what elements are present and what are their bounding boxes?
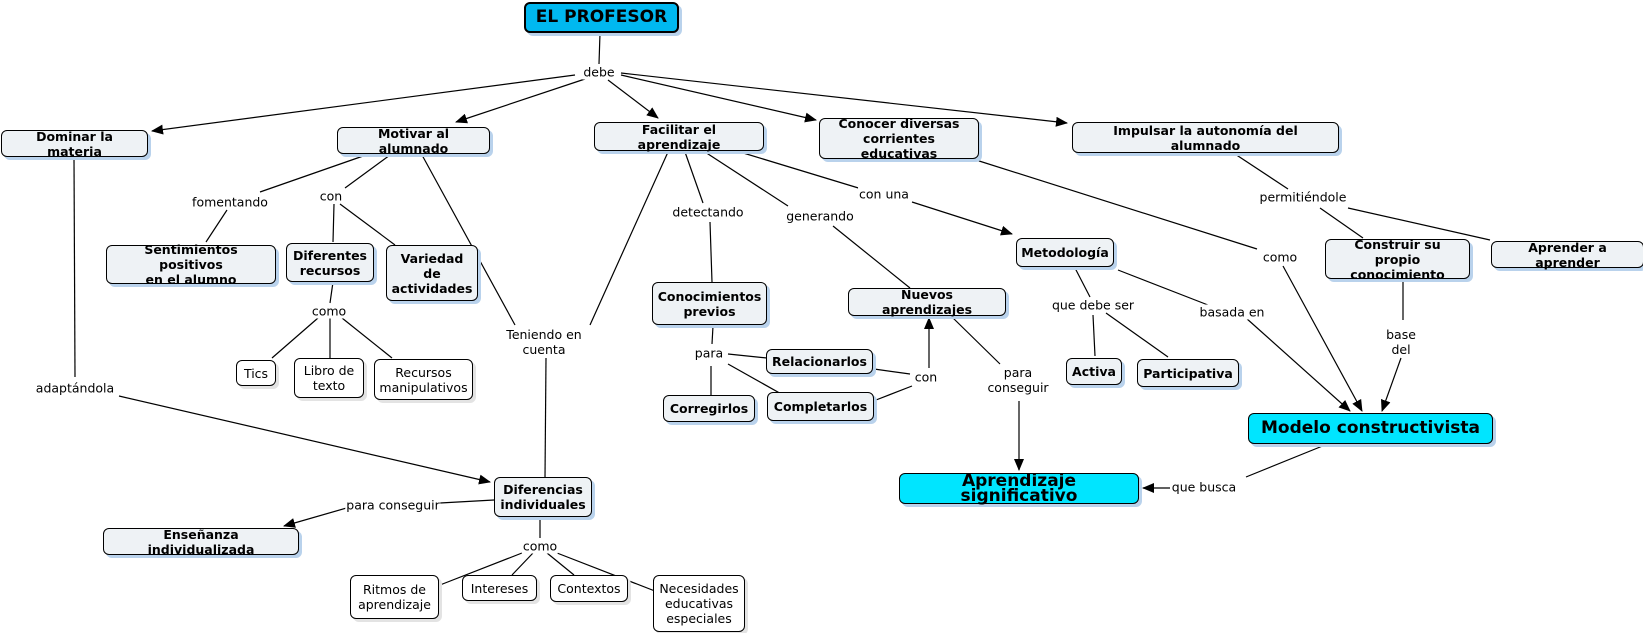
concept-line: Necesidades — [659, 581, 739, 596]
link-adaptandola: adaptándola — [34, 380, 116, 396]
link-line: conseguir — [987, 380, 1049, 395]
link-line: para — [1003, 365, 1033, 380]
concept-aprendizaje-significativo[interactable]: Aprendizaje significativo — [899, 472, 1139, 504]
concept-line: educativas — [664, 596, 734, 611]
concept-line: Construir su propio — [1354, 236, 1441, 267]
link-debe: debe — [582, 64, 616, 80]
concept-contextos[interactable]: Contextos — [550, 575, 628, 602]
concept-diferentes-recursos[interactable]: Diferentes recursos — [286, 243, 374, 282]
concept-line: individuales — [500, 497, 586, 512]
concept-line: recursos — [299, 262, 361, 278]
link-con-motivar: con — [318, 188, 344, 204]
concept-line: Recursos — [395, 364, 452, 380]
link-line: Teniendo en — [506, 327, 582, 342]
link-line: base — [1386, 327, 1416, 342]
concept-line: aprendizaje — [358, 597, 431, 612]
link-para-conseguir-ensenanza: para conseguir — [345, 497, 441, 513]
link-como-recursos: como — [310, 303, 348, 319]
concept-intereses[interactable]: Intereses — [462, 575, 537, 601]
concept-relacionarlos[interactable]: Relacionarlos — [766, 349, 873, 374]
concept-metodologia[interactable]: Metodología — [1016, 238, 1114, 267]
concept-corregirlos[interactable]: Corregirlos — [663, 395, 755, 422]
concept-line: Variedad — [400, 250, 464, 266]
concept-libro-texto[interactable]: Libro de texto — [294, 358, 364, 398]
concept-line: previos — [683, 303, 736, 319]
concept-tics[interactable]: Tics — [236, 360, 276, 386]
link-para-conseguir: para conseguir — [986, 365, 1050, 395]
concept-dominar-materia[interactable]: Dominar la materia — [1, 129, 148, 159]
concept-line: actividades — [391, 280, 473, 296]
link-base-del: base del — [1385, 327, 1417, 357]
concept-line: texto — [312, 378, 346, 393]
concept-conocimientos-previos[interactable]: Conocimientos previos — [652, 282, 767, 325]
concept-line: Ritmos de — [363, 582, 426, 597]
concept-line: especiales — [666, 611, 732, 626]
concept-line: Libro de — [303, 363, 355, 378]
link-basada-en: basada en — [1198, 304, 1266, 320]
link-que-debe-ser: que debe ser — [1050, 297, 1136, 313]
concept-line: Sentimientos positivos — [144, 242, 238, 272]
concept-sentimientos-positivos[interactable]: Sentimientos positivos en el alumno — [106, 242, 276, 287]
link-line: del — [1391, 342, 1411, 357]
link-que-busca: que busca — [1170, 479, 1238, 495]
concept-completarlos[interactable]: Completarlos — [767, 392, 874, 421]
concept-construir-conocimiento[interactable]: Construir su propio conocimiento — [1325, 236, 1470, 282]
concept-nuevos-aprendizajes[interactable]: Nuevos aprendizajes — [848, 287, 1006, 317]
concept-recursos-manipulativos[interactable]: Recursos manipulativos — [374, 359, 473, 400]
concept-line: Conocimientos — [657, 288, 762, 304]
concept-line: de — [423, 265, 441, 281]
link-como-diferencias: como — [521, 538, 559, 554]
concept-facilitar-aprendizaje[interactable]: Facilitar el aprendizaje — [594, 122, 764, 152]
concept-line: Conocer diversas — [838, 116, 960, 131]
link-detectando: detectando — [671, 204, 745, 220]
concept-ensenanza-individualizada[interactable]: Enseñanza individualizada — [103, 527, 299, 557]
concept-diferencias-individuales[interactable]: Diferencias individuales — [494, 477, 592, 517]
link-fomentando: fomentando — [191, 194, 269, 210]
concept-aprender-a-aprender[interactable]: Aprender a aprender — [1491, 240, 1643, 270]
concept-line: conocimiento — [1350, 266, 1445, 282]
link-permitiendole: permitiéndole — [1258, 189, 1348, 205]
concept-modelo-constructivista[interactable]: Modelo constructivista — [1248, 413, 1493, 444]
concept-line: en el alumno — [145, 272, 237, 287]
concept-line: corrientes educativas — [860, 131, 938, 161]
concept-line: Diferencias — [503, 482, 583, 497]
concept-variedad-actividades[interactable]: Variedad de actividades — [386, 245, 478, 301]
link-con-nuevos: con — [913, 369, 939, 385]
link-para: para — [693, 345, 725, 361]
concept-line: manipulativos — [379, 379, 468, 395]
concept-necesidades-educativas[interactable]: Necesidades educativas especiales — [653, 575, 745, 632]
concept-line: Diferentes — [292, 247, 367, 263]
concept-ritmos-aprendizaje[interactable]: Ritmos de aprendizaje — [350, 575, 439, 619]
link-como-modelo: como — [1261, 249, 1299, 265]
link-con-una: con una — [858, 186, 910, 202]
link-generando: generando — [785, 208, 855, 224]
concept-activa[interactable]: Activa — [1066, 358, 1122, 385]
concept-conocer-corrientes[interactable]: Conocer diversas corrientes educativas — [819, 116, 979, 161]
root-concept[interactable]: EL PROFESOR — [524, 2, 679, 33]
link-line: cuenta — [522, 342, 566, 357]
concept-participativa[interactable]: Participativa — [1137, 359, 1239, 387]
concept-motivar-alumnado[interactable]: Motivar al alumnado — [337, 126, 490, 156]
link-teniendo-en-cuenta: Teniendo en cuenta — [505, 327, 583, 357]
concept-impulsar-autonomia[interactable]: Impulsar la autonomía del alumnado — [1072, 122, 1339, 153]
